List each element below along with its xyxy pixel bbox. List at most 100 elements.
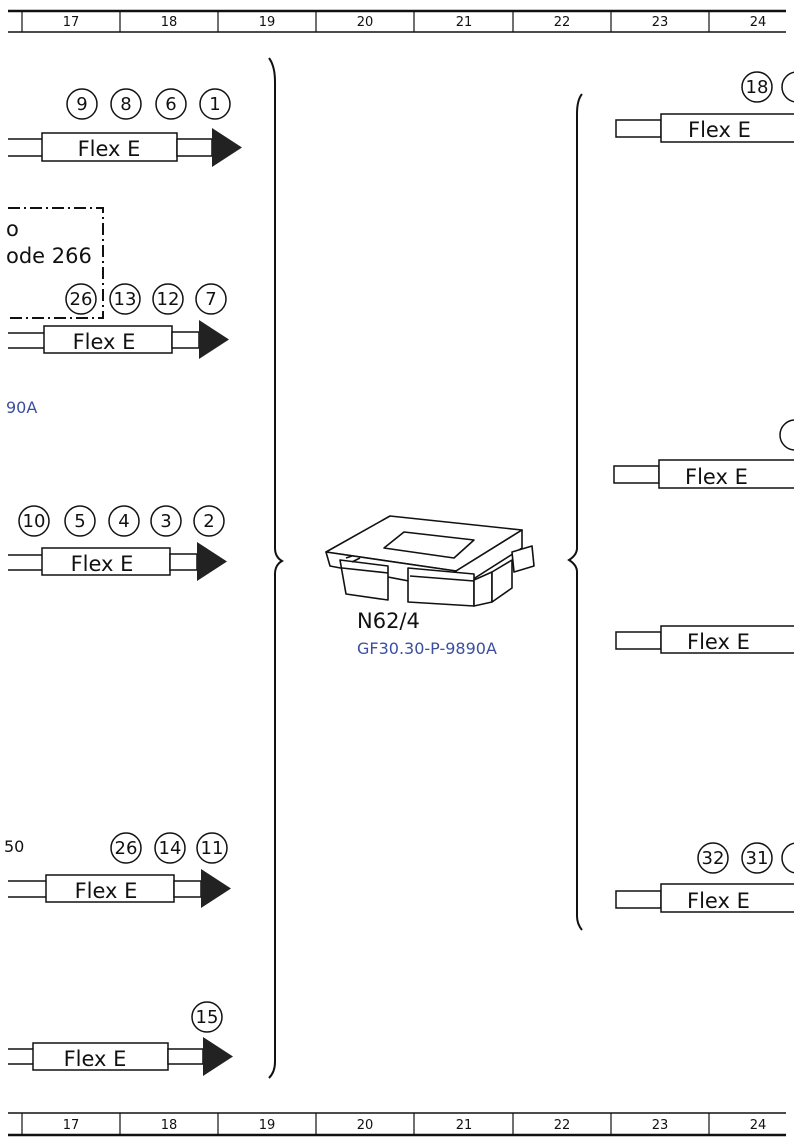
pin-circle: 8 [110, 88, 142, 120]
pin-circle: 32 [697, 842, 729, 874]
control-unit-icon [325, 515, 535, 607]
pin-circle: 15 [191, 1001, 223, 1033]
code-box: o ode 266 [6, 207, 104, 319]
connector-housing [41, 547, 171, 576]
svg-text:6: 6 [165, 94, 176, 115]
grid-ruler-top: 17 18 19 20 21 22 23 24 [8, 9, 786, 33]
grid-label-top: 21 [456, 15, 473, 30]
connector-label: Flex E [71, 552, 134, 576]
grid-label-top: 24 [750, 15, 767, 30]
pin-circle [779, 419, 794, 451]
arrow-right-icon [203, 1037, 233, 1076]
pin-circle: 6 [155, 88, 187, 120]
svg-text:13: 13 [114, 289, 137, 310]
connector-housing [658, 459, 794, 489]
pin-circle: 10 [18, 505, 50, 537]
right-brace [567, 93, 583, 931]
pin-circle [781, 71, 794, 103]
connector-label: Flex E [73, 330, 136, 354]
pin-circle: 31 [741, 842, 773, 874]
svg-text:2: 2 [203, 511, 214, 532]
pin-circle: 26 [65, 283, 97, 315]
right-connector-2: Flex E [613, 419, 794, 489]
arrow-right-icon [212, 128, 242, 167]
svg-text:10: 10 [23, 511, 46, 532]
right-connector-3: Flex E [615, 625, 794, 654]
svg-text:14: 14 [159, 838, 182, 859]
arrow-right-icon [199, 320, 229, 359]
pin-circle: 14 [154, 832, 186, 864]
pin-circle: 11 [196, 832, 228, 864]
left-connector-1: Flex E 9 8 6 1 [8, 88, 242, 167]
code-box-line: ode 266 [6, 244, 92, 268]
grid-label-bottom: 20 [357, 1118, 374, 1133]
pin-circle: 26 [110, 832, 142, 864]
grid-label-bottom: 18 [161, 1118, 178, 1133]
right-connector-1: Flex E 18 [615, 71, 794, 143]
partial-symbol: 50 [4, 837, 24, 856]
svg-text:5: 5 [74, 511, 85, 532]
svg-text:26: 26 [115, 838, 138, 859]
connector-label: Flex E [78, 137, 141, 161]
right-connector-4: Flex E 32 31 [615, 842, 794, 913]
pin-circle: 5 [64, 505, 96, 537]
partial-reference-link[interactable]: 90A [6, 398, 37, 417]
arrow-right-icon [201, 869, 231, 908]
svg-text:1: 1 [209, 94, 220, 115]
grid-label-bottom: 17 [63, 1118, 80, 1133]
connector-housing [41, 132, 178, 162]
svg-text:15: 15 [196, 1007, 219, 1028]
grid-label-bottom: 23 [652, 1118, 669, 1133]
left-connector-3: Flex E 10 5 4 3 2 [8, 505, 227, 581]
grid-label-top: 20 [357, 15, 374, 30]
arrow-right-icon [197, 542, 227, 581]
pin-circle: 3 [150, 505, 182, 537]
svg-text:32: 32 [702, 848, 725, 869]
left-connector-5: Flex E 15 [8, 1001, 233, 1076]
svg-text:7: 7 [205, 289, 216, 310]
svg-text:31: 31 [746, 848, 769, 869]
pin-circle: 4 [108, 505, 140, 537]
pin-circle: 7 [195, 283, 227, 315]
pin-circle: 12 [152, 283, 184, 315]
grid-ruler-bottom: 17 18 19 20 21 22 23 24 [8, 1112, 786, 1137]
svg-text:4: 4 [118, 511, 129, 532]
svg-text:26: 26 [70, 289, 93, 310]
pin-circle: 2 [193, 505, 225, 537]
component-name: N62/4 [357, 609, 420, 633]
connector-label: Flex E [687, 889, 750, 913]
grid-label-top: 17 [63, 15, 80, 30]
connector-label: Flex E [64, 1047, 127, 1071]
connector-label: Flex E [685, 465, 748, 489]
grid-label-top: 19 [259, 15, 276, 30]
grid-label-bottom: 24 [750, 1118, 767, 1133]
left-connector-4: Flex E 26 14 11 [8, 832, 231, 908]
connector-label: Flex E [75, 879, 138, 903]
code-box-line: o [6, 217, 19, 241]
connector-housing [45, 874, 175, 903]
grid-label-top: 22 [554, 15, 571, 30]
grid-label-bottom: 21 [456, 1118, 473, 1133]
grid-label-bottom: 19 [259, 1118, 276, 1133]
component-reference-link[interactable]: GF30.30-P-9890A [357, 639, 497, 658]
left-brace [268, 57, 285, 1079]
pin-circle: 13 [109, 283, 141, 315]
pin-circle [781, 842, 794, 874]
pin-circle: 1 [199, 88, 231, 120]
grid-label-top: 23 [652, 15, 669, 30]
pin-circle: 9 [66, 88, 98, 120]
svg-text:11: 11 [201, 838, 224, 859]
pin-circle: 18 [741, 71, 773, 103]
connector-housing [660, 113, 794, 143]
grid-label-bottom: 22 [554, 1118, 571, 1133]
left-connector-2: Flex E 26 13 12 7 [8, 283, 229, 359]
connector-label: Flex E [688, 118, 751, 142]
connector-housing [660, 625, 794, 654]
svg-text:18: 18 [746, 77, 769, 98]
svg-text:8: 8 [120, 94, 131, 115]
svg-text:12: 12 [157, 289, 180, 310]
grid-label-top: 18 [161, 15, 178, 30]
connector-label: Flex E [687, 630, 750, 654]
svg-text:3: 3 [160, 511, 171, 532]
